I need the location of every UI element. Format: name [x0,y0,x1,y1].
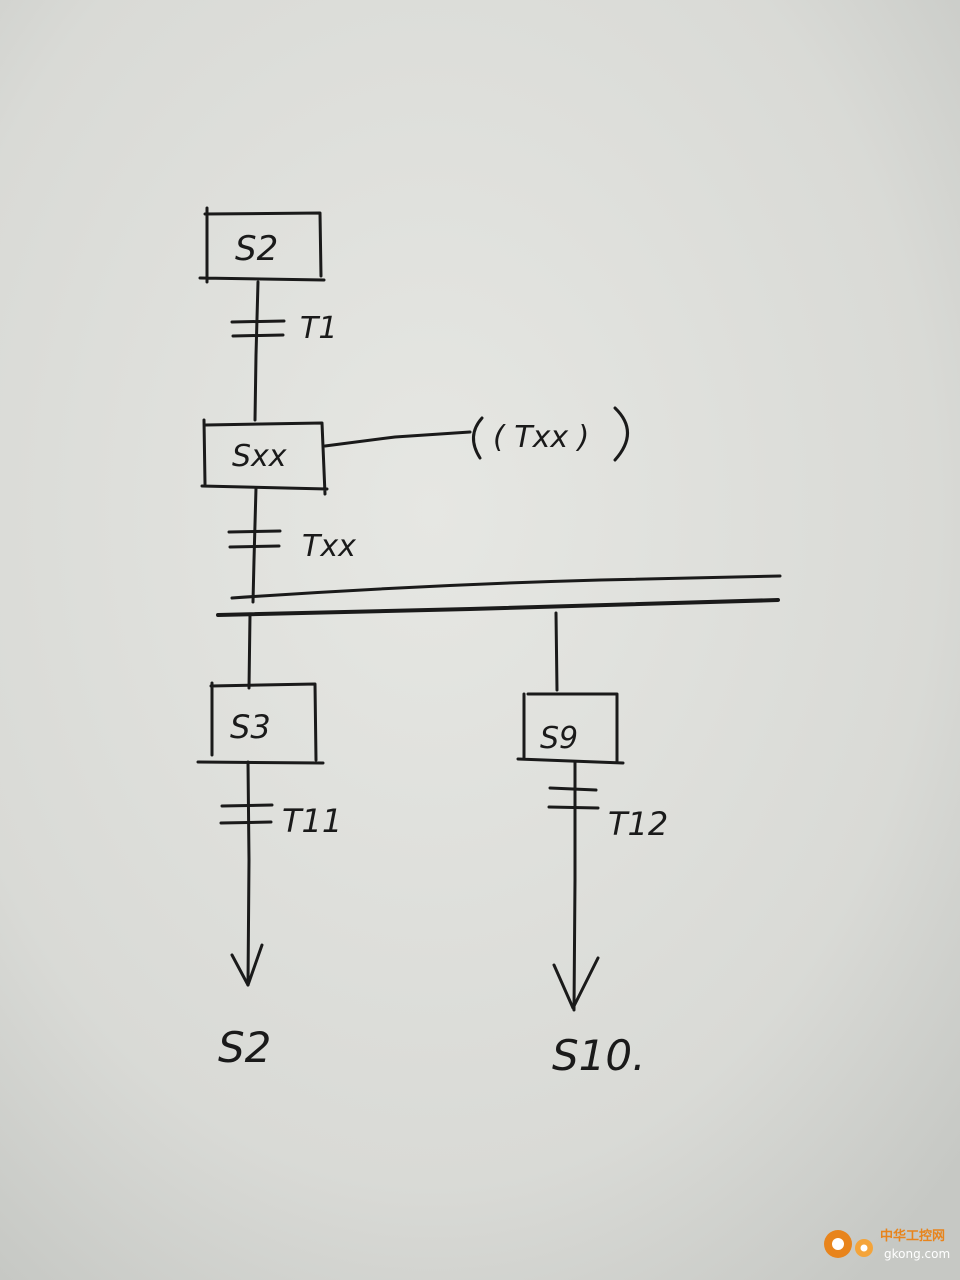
transition-t12-label: T12 [608,805,668,843]
action-txx-label: ( Txx ) [493,420,589,455]
divergence-lines [216,574,782,617]
transition-t11-label: T11 [282,802,342,840]
branch-right: S9 T12 S10. [516,611,668,1080]
transition-t1: T1 [230,280,337,422]
step-s9-label: S9 [540,721,578,756]
action-txx: ( Txx ) [323,406,629,462]
step-s3-label: S3 [230,708,271,746]
watermark-site-cn: 中华工控网 [880,1228,945,1244]
transition-txx-label: Txx [302,529,356,564]
branch-left: S3 T11 S2 [196,613,342,1072]
step-sxx-label: Sxx [232,439,287,474]
step-sxx: Sxx [200,418,329,496]
watermark-site-url: gkong.com [884,1247,950,1261]
jump-target-left: S2 [218,1023,271,1072]
transition-t1-label: T1 [300,311,337,346]
step-s2: S2 [198,206,326,284]
jump-target-right: S10. [552,1031,645,1080]
step-s2-label: S2 [235,229,278,269]
gear-icon-hole [832,1238,844,1250]
transition-txx: Txx [227,486,356,604]
watermark: 中华工控网 gkong.com [824,1228,950,1261]
